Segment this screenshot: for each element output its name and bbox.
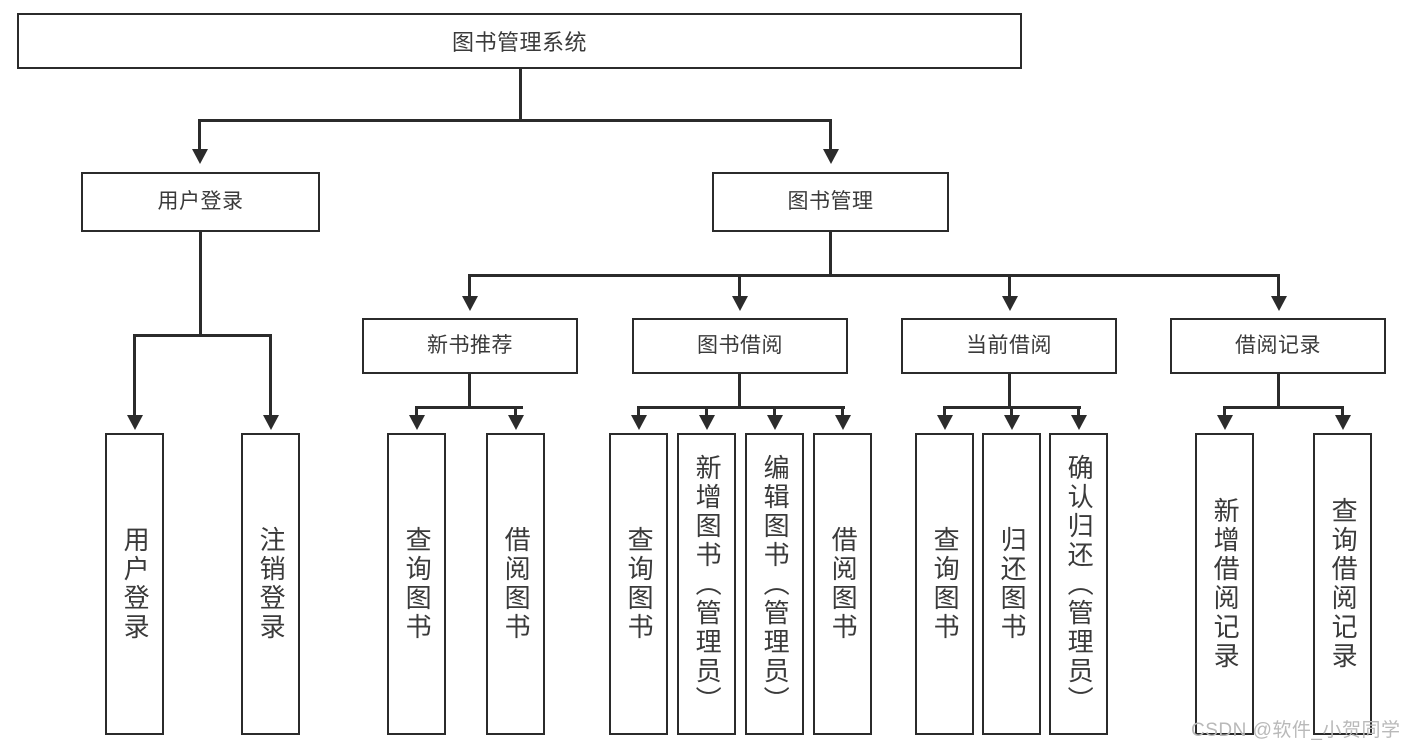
arrow-book-borrow-to-leaf-4 <box>835 415 851 430</box>
node-label: 用户登录 <box>120 526 151 642</box>
arrow-new-book-to-leaf-1 <box>409 415 425 430</box>
connector-book-borrow-splitter <box>637 406 845 409</box>
connector-current-borrow-to-leaf-3 <box>1077 406 1080 418</box>
arrow-book-borrow-to-leaf-1 <box>631 415 647 430</box>
csdn-watermark: CSDN @软件_小贺同学 <box>1191 720 1401 741</box>
arrow-book-management-to-book-borrow <box>732 296 748 311</box>
arrow-book-borrow-to-leaf-3 <box>767 415 783 430</box>
connector-new-book-stem <box>468 374 471 408</box>
arrow-root-to-user-login <box>192 149 208 164</box>
connector-borrow-record-splitter <box>1223 406 1343 409</box>
node-label: 借阅图书 <box>828 526 859 642</box>
node-label: 借阅记录 <box>1235 334 1321 358</box>
leaf-current-borrow-return-book[interactable]: 归还图书 <box>982 433 1041 735</box>
connector-book-borrow-stem <box>738 374 741 408</box>
connector-borrow-record-stem <box>1277 374 1280 408</box>
node-root-book-management-system[interactable]: 图书管理系统 <box>17 13 1022 69</box>
connector-root-stem <box>519 69 522 121</box>
leaf-current-borrow-confirm-return-admin[interactable]: 确认归还（管理员） <box>1049 433 1108 735</box>
node-label: 新书推荐 <box>427 334 513 358</box>
connector-new-book-splitter <box>415 406 523 409</box>
connector-book-management-to-current-borrow <box>1008 274 1011 298</box>
node-label: 图书借阅 <box>697 334 783 358</box>
connector-borrow-record-to-leaf-1 <box>1223 406 1226 418</box>
node-label: 新增借阅记录 <box>1210 497 1241 671</box>
arrow-book-management-to-current-borrow <box>1002 296 1018 311</box>
node-label: 图书管理系统 <box>451 30 587 55</box>
node-label: 当前借阅 <box>966 334 1052 358</box>
leaf-new-book-query-book[interactable]: 查询图书 <box>387 433 446 735</box>
arrow-user-login-to-leaf-1 <box>127 415 143 430</box>
connector-book-borrow-to-leaf-1 <box>637 406 640 418</box>
connector-book-management-stem <box>829 232 832 276</box>
connector-new-book-to-leaf-1 <box>415 406 418 418</box>
arrow-current-borrow-to-leaf-1 <box>937 415 953 430</box>
node-label: 查询图书 <box>624 526 655 642</box>
leaf-user-login-logout[interactable]: 注销登录 <box>241 433 300 735</box>
connector-book-borrow-to-leaf-2 <box>705 406 708 418</box>
leaf-book-borrow-borrow-book[interactable]: 借阅图书 <box>813 433 872 735</box>
node-borrow-record[interactable]: 借阅记录 <box>1170 318 1386 374</box>
connector-new-book-to-leaf-2 <box>514 406 517 418</box>
connector-book-management-to-book-borrow <box>738 274 741 298</box>
node-label: 查询借阅记录 <box>1328 497 1359 671</box>
node-book-management[interactable]: 图书管理 <box>712 172 949 232</box>
connector-user-login-stem <box>199 232 202 336</box>
arrow-user-login-to-leaf-2 <box>263 415 279 430</box>
arrow-book-borrow-to-leaf-2 <box>699 415 715 430</box>
node-user-login[interactable]: 用户登录 <box>81 172 320 232</box>
node-label: 用户登录 <box>157 190 244 214</box>
connector-book-management-to-new-book <box>468 274 471 298</box>
leaf-borrow-record-query-record[interactable]: 查询借阅记录 <box>1313 433 1372 735</box>
leaf-new-book-borrow-book[interactable]: 借阅图书 <box>486 433 545 735</box>
connector-book-borrow-to-leaf-4 <box>841 406 844 418</box>
node-book-borrow[interactable]: 图书借阅 <box>632 318 848 374</box>
leaf-book-borrow-query-book[interactable]: 查询图书 <box>609 433 668 735</box>
node-new-book-recommend[interactable]: 新书推荐 <box>362 318 578 374</box>
connector-current-borrow-to-leaf-2 <box>1010 406 1013 418</box>
arrow-book-management-to-new-book <box>462 296 478 311</box>
arrow-root-to-book-management <box>823 149 839 164</box>
arrow-new-book-to-leaf-2 <box>508 415 524 430</box>
node-label: 查询图书 <box>930 526 961 642</box>
node-label: 编辑图书（管理员） <box>760 453 791 715</box>
node-label: 查询图书 <box>402 526 433 642</box>
arrow-borrow-record-to-leaf-1 <box>1217 415 1233 430</box>
node-label: 归还图书 <box>997 526 1028 642</box>
leaf-book-borrow-add-book-admin[interactable]: 新增图书（管理员） <box>677 433 736 735</box>
connector-user-login-to-leaf-2 <box>269 334 272 418</box>
leaf-user-login-login[interactable]: 用户登录 <box>105 433 164 735</box>
connector-root-to-user-login <box>198 119 201 151</box>
arrow-current-borrow-to-leaf-3 <box>1071 415 1087 430</box>
connector-book-management-splitter <box>468 274 1280 277</box>
leaf-borrow-record-add-record[interactable]: 新增借阅记录 <box>1195 433 1254 735</box>
connector-user-login-to-leaf-1 <box>133 334 136 418</box>
connector-root-splitter <box>198 119 832 122</box>
connector-user-login-splitter <box>133 334 272 337</box>
connector-current-borrow-stem <box>1008 374 1011 408</box>
leaf-current-borrow-query-book[interactable]: 查询图书 <box>915 433 974 735</box>
node-label: 注销登录 <box>256 526 287 642</box>
node-label: 借阅图书 <box>501 526 532 642</box>
arrow-borrow-record-to-leaf-2 <box>1335 415 1351 430</box>
node-label: 图书管理 <box>787 190 874 214</box>
connector-borrow-record-to-leaf-2 <box>1341 406 1344 418</box>
connector-current-borrow-to-leaf-1 <box>943 406 946 418</box>
arrow-current-borrow-to-leaf-2 <box>1004 415 1020 430</box>
connector-book-management-to-borrow-record <box>1277 274 1280 298</box>
leaf-book-borrow-edit-book-admin[interactable]: 编辑图书（管理员） <box>745 433 804 735</box>
node-label: 新增图书（管理员） <box>692 453 723 715</box>
connector-root-to-book-management <box>829 119 832 151</box>
connector-book-borrow-to-leaf-3 <box>773 406 776 418</box>
arrow-book-management-to-borrow-record <box>1271 296 1287 311</box>
node-label: 确认归还（管理员） <box>1064 453 1095 715</box>
node-current-borrow[interactable]: 当前借阅 <box>901 318 1117 374</box>
